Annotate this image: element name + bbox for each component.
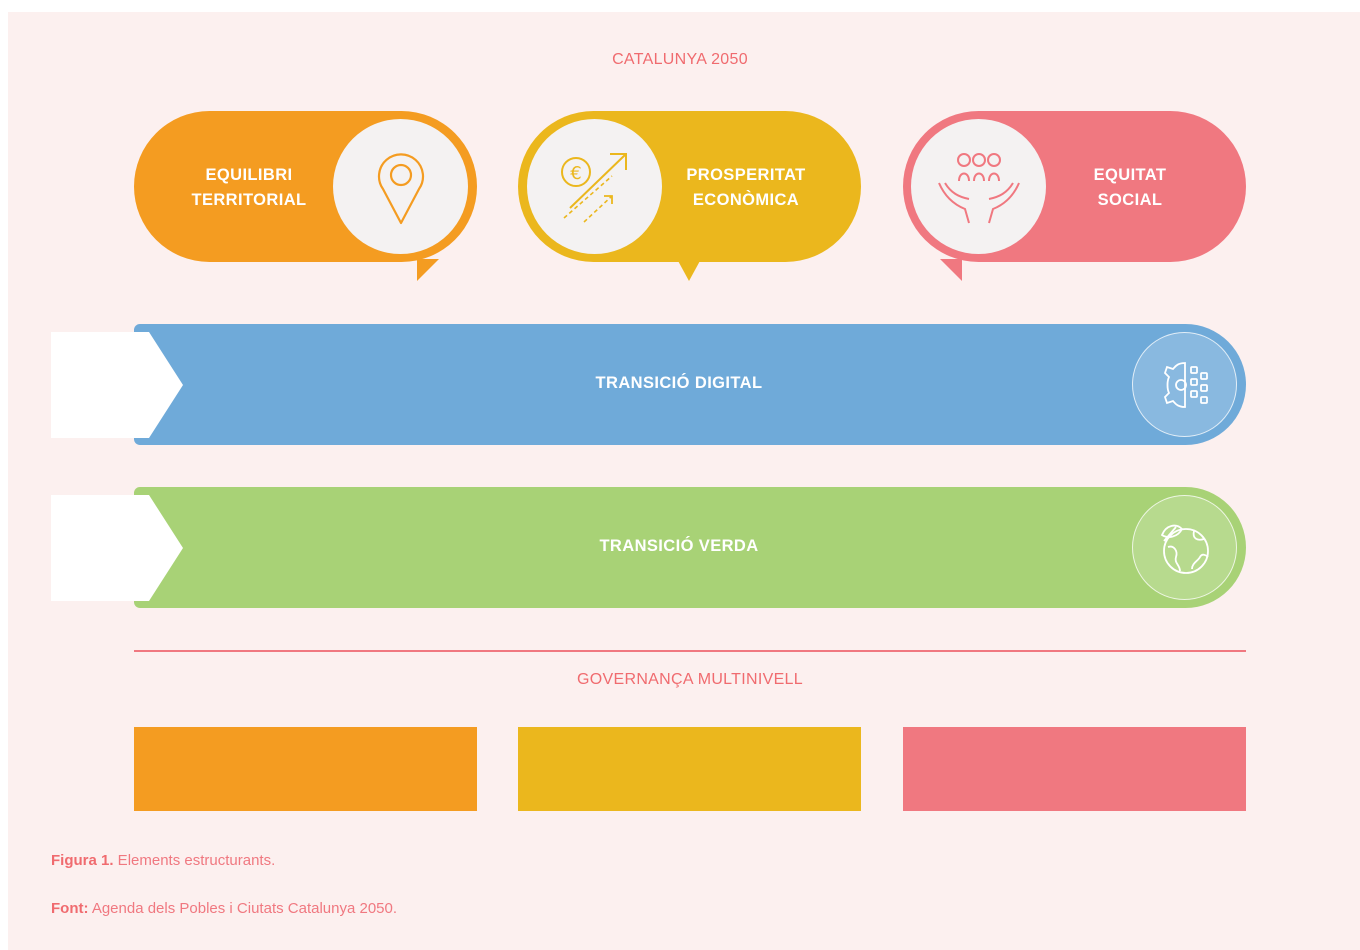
source-caption: Font: Agenda dels Pobles i Ciutats Catal…: [51, 900, 397, 917]
chevron-arrow-digital: [51, 332, 183, 438]
diagram-title: CATALUNYA 2050: [612, 51, 748, 68]
euro-growth-icon: €: [527, 119, 662, 254]
chevron-arrow-green: [51, 495, 183, 601]
governance-block-pink: [903, 727, 1246, 811]
figure-text: Elements estructurants.: [113, 852, 276, 869]
band-digital-transition: TRANSICIÓ DIGITAL: [134, 324, 1246, 445]
governance-title: GOVERNANÇA MULTINIVELL: [577, 671, 803, 688]
speech-tail: [677, 259, 701, 281]
band-label: TRANSICIÓ VERDA: [599, 537, 759, 555]
speech-tail: [940, 259, 962, 281]
band-green-transition: TRANSICIÓ VERDA: [134, 487, 1246, 608]
source-text: Agenda dels Pobles i Ciutats Catalunya 2…: [88, 900, 398, 917]
speech-tail: [417, 259, 439, 281]
governance-block-yellow: [518, 727, 861, 811]
green-globe-icon: [1132, 495, 1237, 600]
location-pin-icon: [333, 119, 468, 254]
divider-line: [134, 650, 1246, 652]
pillar-label: EQUILIBRI TERRITORIAL: [191, 166, 307, 209]
source-label: Font:: [51, 900, 89, 917]
digital-gear-icon: [1132, 332, 1237, 437]
pillar-economic-prosperity: € PROSPERITAT ECONÒMICA: [518, 111, 861, 281]
pillar-territorial-balance: EQUILIBRI TERRITORIAL: [134, 111, 477, 281]
people-hands-icon: [911, 119, 1046, 254]
pillar-label: EQUITAT SOCIAL: [1093, 166, 1167, 209]
governance-block-orange: [134, 727, 477, 811]
figure-label: Figura 1.: [51, 852, 114, 869]
figure-caption: Figura 1. Elements estructurants.: [51, 852, 275, 869]
pillar-label: PROSPERITAT ECONÒMICA: [686, 166, 806, 209]
pillar-social-equity: EQUITAT SOCIAL: [903, 111, 1246, 281]
svg-text:€: €: [570, 163, 581, 184]
band-label: TRANSICIÓ DIGITAL: [595, 374, 763, 392]
